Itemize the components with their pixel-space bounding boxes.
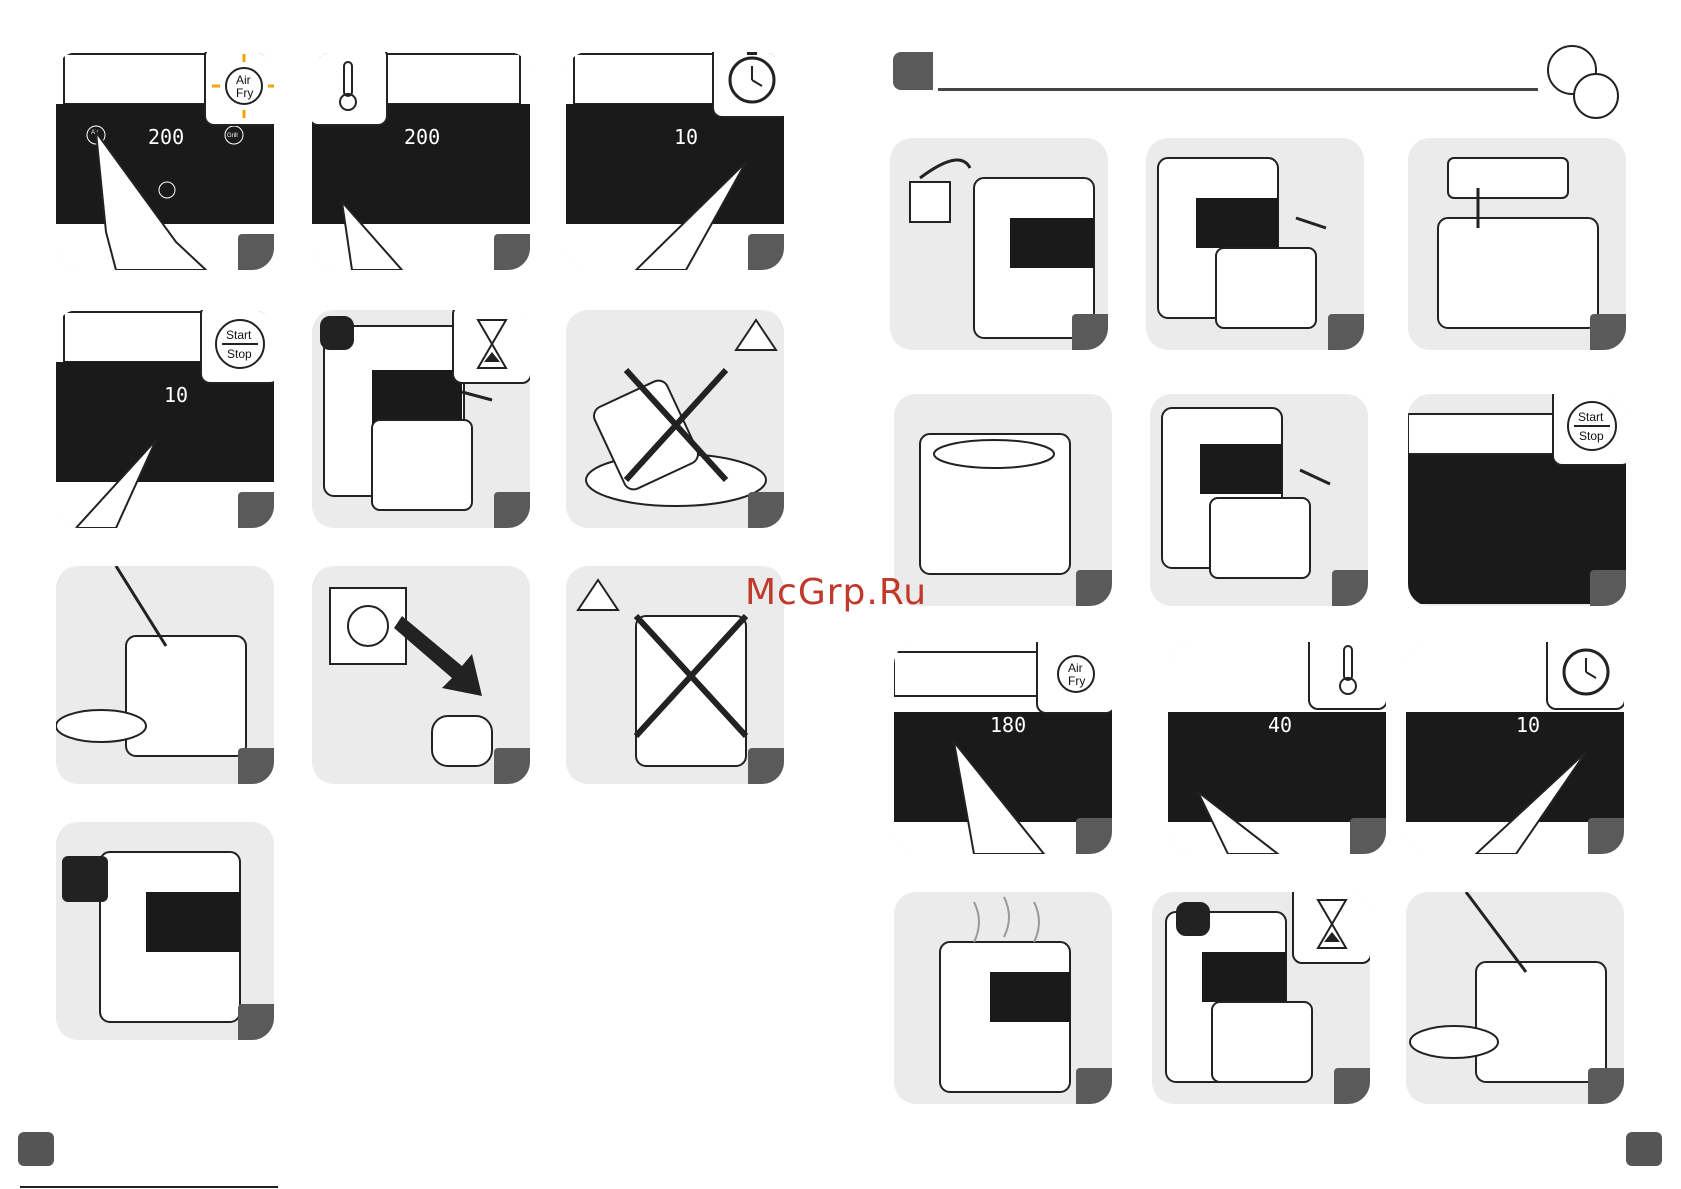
cooling-thermometer-icon [62,856,108,902]
step-panel-plug-in [890,138,1108,350]
sun-air-fry-icon: Air Fry [1036,642,1112,714]
step-number-badge [238,1004,274,1040]
step-panel-airfry-right: 180 Air Fry [894,642,1112,854]
svg-text:Start: Start [226,328,252,342]
step-number-badge [1072,314,1108,350]
svg-text:Stop: Stop [1579,429,1604,443]
step-number-badge [1076,818,1112,854]
step-panel-airfry: Air 200 Grill Air Fry [56,52,274,270]
start-stop-icon: Start Stop [200,310,274,384]
step-number-badge [494,748,530,784]
speaker-icon [320,316,354,350]
footer-rule [20,1186,278,1188]
step-number-badge [748,492,784,528]
svg-text:Fry: Fry [236,86,253,100]
svg-text:Grill: Grill [227,133,238,139]
step-panel-basket-out [312,310,530,528]
step-number-badge [238,234,274,270]
step-panel-open-basket [1146,138,1364,350]
svg-text:Air: Air [236,73,251,87]
svg-text:Fry: Fry [1068,674,1085,688]
step-panel-temperature: 200 [312,52,530,270]
plug-socket-icon [330,588,406,664]
step-number-badge [748,234,784,270]
step-panel-serve-right [1406,892,1624,1104]
svg-text:Start: Start [1578,410,1604,424]
step-panel-hot-warning [566,310,784,528]
display-temperature: 200 [404,125,440,149]
step-number-badge [1588,818,1624,854]
step-number-badge [238,748,274,784]
step-number-badge [1590,570,1626,606]
step-panel-insert-grill [1408,138,1626,350]
start-stop-icon: Start Stop [1552,394,1626,466]
svg-text:Air: Air [1068,661,1083,675]
step-number-badge [1334,1068,1370,1104]
step-number-badge [1350,818,1386,854]
section-tab [893,52,933,90]
step-panel-timer-right: 10 [1406,642,1624,854]
display-temperature: 180 [990,713,1026,737]
display-time: 10 [164,383,188,407]
step-number-badge [1076,1068,1112,1104]
display-temperature: 40 [1268,713,1292,737]
step-panel-serve [56,566,274,784]
step-panel-unplug [312,566,530,784]
step-number-badge [1076,570,1112,606]
step-panel-press-start: Start Stop [1408,394,1626,606]
page-number-badge-left [18,1132,54,1166]
step-number-badge [494,234,530,270]
step-panel-basket-out-right [1152,892,1370,1104]
step-panel-close-basket [1150,394,1368,606]
step-number-badge [1328,314,1364,350]
display-time: 10 [674,125,698,149]
step-number-badge [1588,1068,1624,1104]
fruit-vegetable-icon [1540,40,1630,130]
display-temperature: 200 [148,125,184,149]
step-number-badge [494,492,530,528]
step-number-badge [748,748,784,784]
speaker-icon [1176,902,1210,936]
timer-icon [712,52,784,118]
step-number-badge [1332,570,1368,606]
step-number-badge [238,492,274,528]
watermark-text: McGrp.Ru [745,572,927,613]
step-number-badge [1590,314,1626,350]
display-time: 10 [1516,713,1540,737]
step-panel-cooking [894,892,1112,1104]
hourglass-icon [452,310,530,384]
sun-air-fry-icon: Air Fry [204,52,274,126]
step-panel-timer: 10 [566,52,784,270]
step-panel-start: 10 Start Stop [56,310,274,528]
hot-surface-warning-icon [578,580,618,610]
step-panel-cooldown [56,822,274,1040]
hourglass-icon [1292,892,1370,964]
svg-text:Stop: Stop [227,347,252,361]
step-panel-temperature-right: 40 [1168,642,1386,854]
thermometer-icon [1308,642,1386,710]
hot-surface-warning-icon [736,320,776,350]
page-number-badge-right [1626,1132,1662,1166]
timer-icon [1546,642,1624,710]
section-rule [938,88,1538,91]
thermometer-icon [312,52,388,126]
